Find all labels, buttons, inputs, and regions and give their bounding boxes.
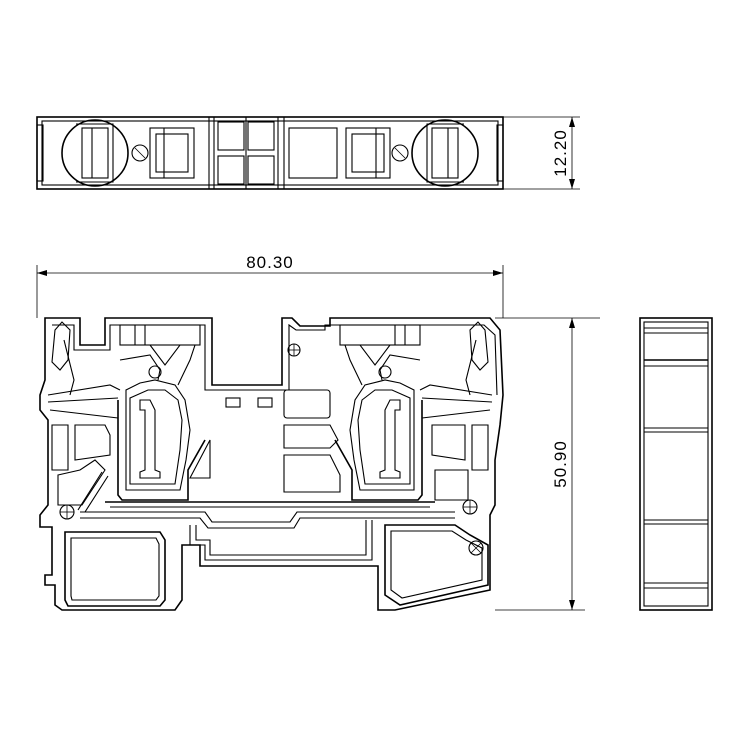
- dimension-width: 80.30: [36, 253, 504, 318]
- side-view: [639, 317, 713, 611]
- dimension-top-height: 12.20: [503, 116, 580, 190]
- side-height-label: 50.90: [551, 440, 570, 488]
- top-view: [36, 116, 504, 190]
- dimension-side-height: 50.90: [495, 317, 600, 611]
- front-view: [39, 317, 504, 611]
- top-height-label: 12.20: [551, 129, 570, 177]
- width-label: 80.30: [246, 253, 294, 272]
